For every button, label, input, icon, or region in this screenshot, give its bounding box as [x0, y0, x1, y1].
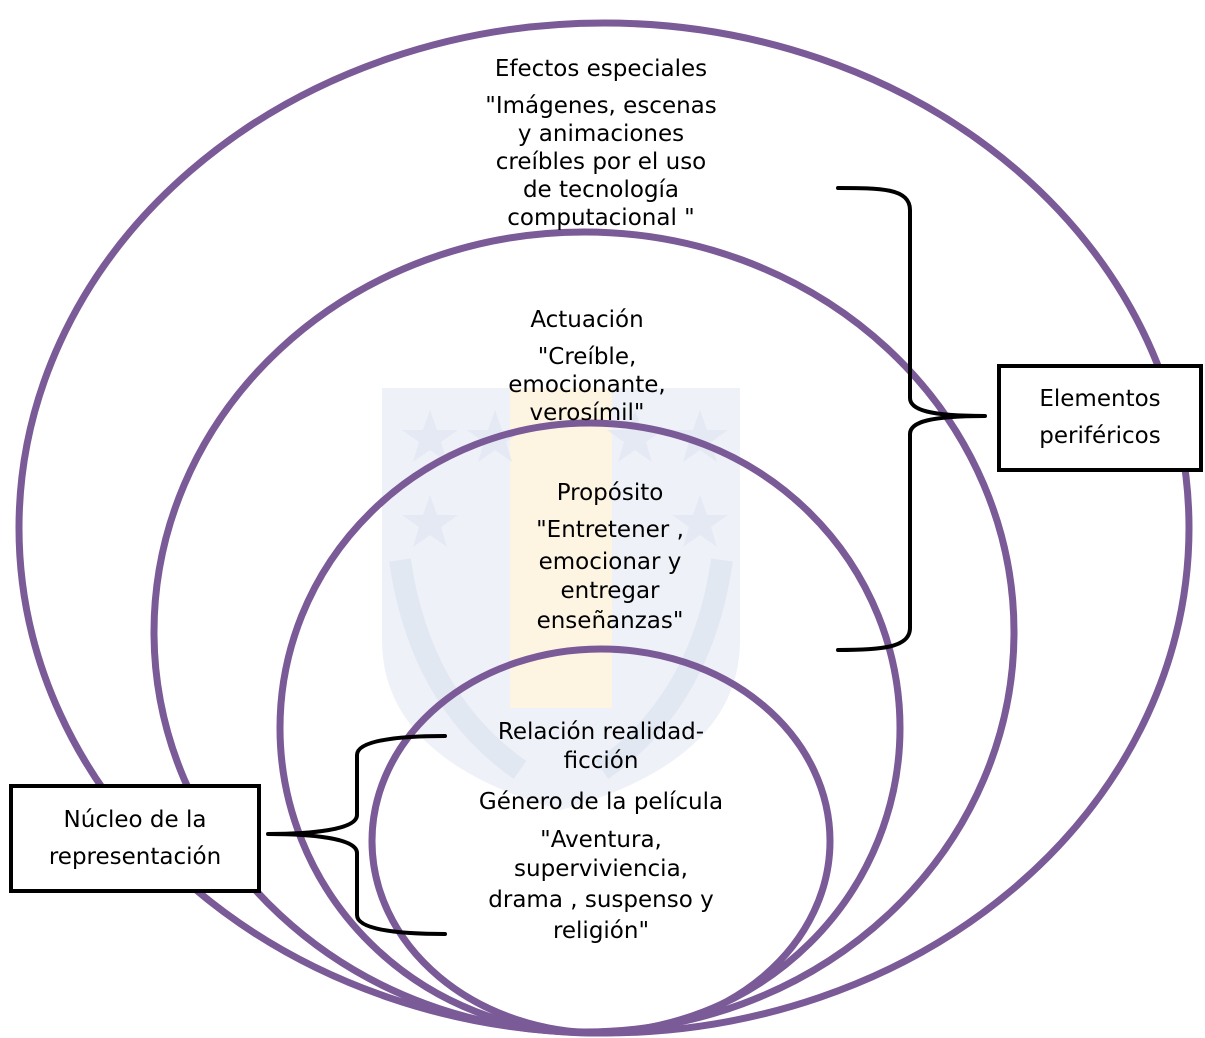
core-genre-title: Género de la película [479, 789, 723, 815]
peripheral-box-line-1: Elementos [1039, 386, 1160, 412]
peripheral-box-line-2: periféricos [1039, 423, 1160, 449]
core-genre-line-4: religión" [553, 918, 649, 944]
effects-quote-line-5: computacional " [507, 205, 694, 231]
core-relation-line-1: Relación realidad- [498, 719, 704, 745]
purpose-quote-line-4: enseñanzas" [537, 608, 684, 634]
core-genre-line-3: drama , suspenso y [488, 887, 713, 913]
core-genre-line-2: superviviencia, [514, 856, 688, 882]
core-brace [266, 734, 447, 936]
acting-title: Actuación [530, 307, 643, 333]
effects-quote-line-1: "Imágenes, escenas [485, 93, 717, 119]
purpose-quote-line-1: "Entretener , [536, 517, 684, 543]
acting-quote-line-3: verosímil" [530, 400, 645, 426]
peripheral-elements-box [997, 364, 1203, 472]
purpose-title: Propósito [557, 480, 664, 506]
acting-quote-line-1: "Creíble, [538, 344, 637, 370]
purpose-quote-line-2: emocionar y [539, 549, 682, 575]
university-crest-icon [382, 388, 740, 810]
effects-title: Efectos especiales [495, 56, 707, 82]
core-box-line-2: representación [49, 844, 221, 870]
effects-quote-line-2: y animaciones [518, 121, 684, 147]
peripheral-brace [836, 186, 987, 652]
core-representation-box [9, 784, 261, 893]
acting-quote-line-2: emocionante, [508, 372, 665, 398]
ring-core [368, 645, 834, 1037]
core-relation-line-2: ficción [564, 748, 639, 774]
purpose-quote-line-3: entregar [561, 578, 661, 604]
core-genre-line-1: "Aventura, [540, 827, 662, 853]
effects-quote-line-3: creíbles por el uso [496, 149, 707, 175]
effects-quote-line-4: de tecnología [523, 177, 679, 203]
core-box-line-1: Núcleo de la [64, 807, 207, 833]
